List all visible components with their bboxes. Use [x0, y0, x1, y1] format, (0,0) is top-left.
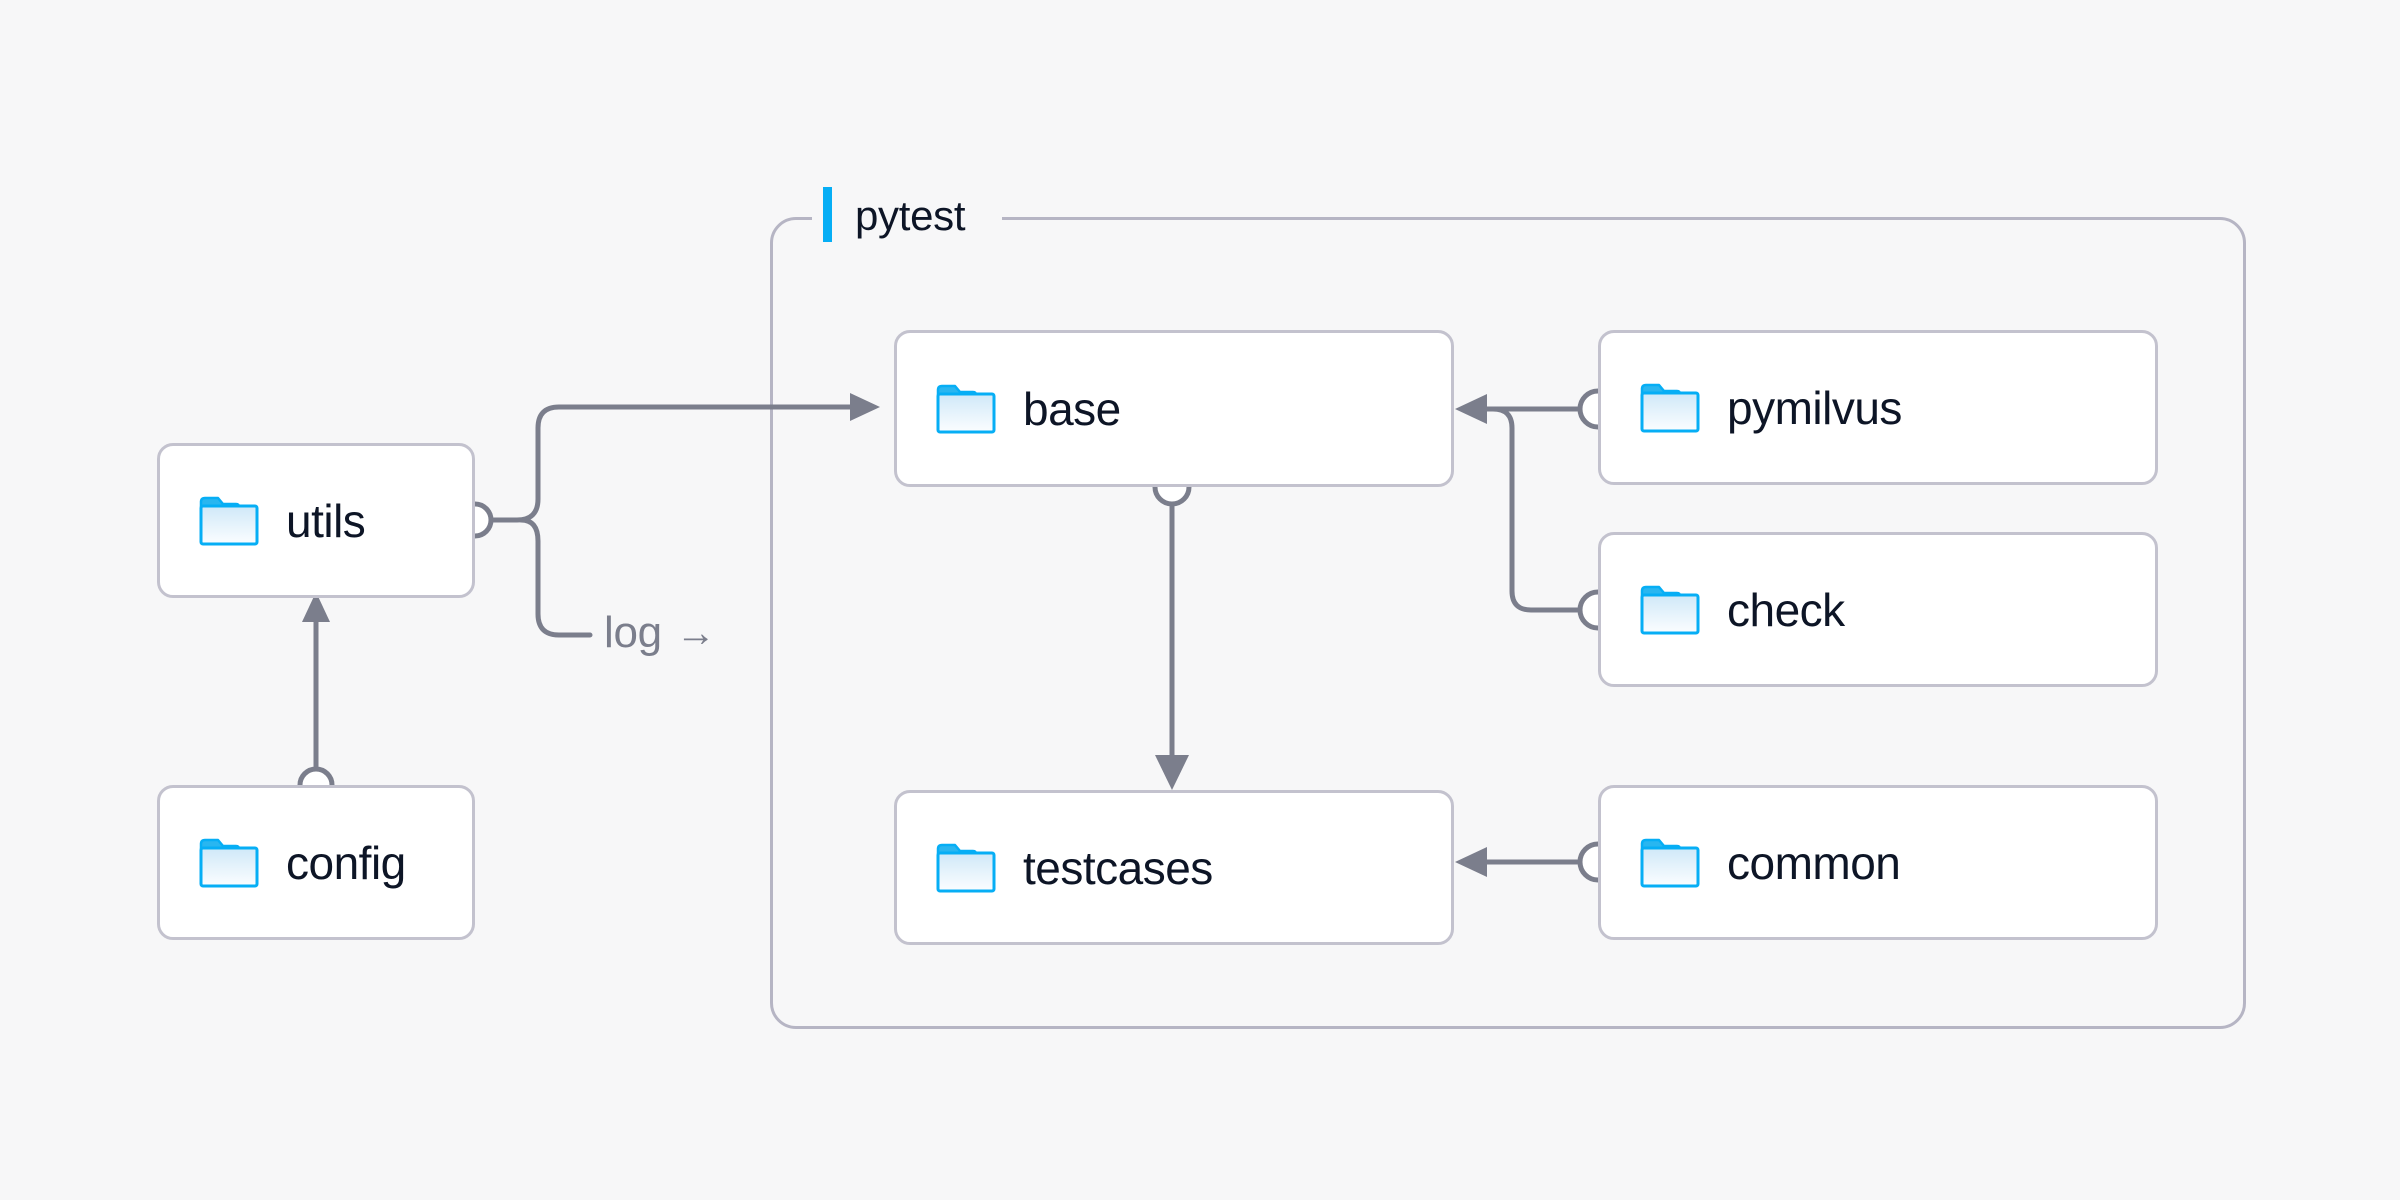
group-container-pytest [770, 217, 2246, 1029]
folder-icon [199, 838, 259, 887]
arrow-right-icon: → [675, 611, 716, 655]
node-base[interactable]: base [894, 330, 1454, 487]
edge-utils-to-log [518, 517, 593, 638]
node-pymilvus[interactable]: pymilvus [1598, 330, 2158, 485]
edge-label-log: log → [604, 608, 716, 658]
node-config[interactable]: config [157, 785, 475, 940]
folder-icon [1640, 838, 1700, 887]
folder-icon [1640, 585, 1700, 634]
folder-icon [1640, 383, 1700, 432]
node-label-config: config [286, 836, 406, 889]
folder-icon [936, 384, 996, 433]
node-testcases[interactable]: testcases [894, 790, 1454, 945]
node-check[interactable]: check [1598, 532, 2158, 687]
node-label-common: common [1727, 836, 1901, 889]
node-label-testcases: testcases [1023, 841, 1213, 894]
node-label-pymilvus: pymilvus [1727, 381, 1902, 434]
folder-icon [199, 496, 259, 545]
edge-config-to-utils [297, 592, 335, 804]
group-label-mask [812, 200, 1002, 234]
group-title-pytest: pytest [855, 192, 966, 239]
node-label-base: base [1023, 382, 1121, 435]
node-utils[interactable]: utils [157, 443, 475, 598]
edge-label-log-text: log [604, 608, 662, 657]
folder-icon [936, 843, 996, 892]
node-label-check: check [1727, 583, 1845, 636]
node-label-utils: utils [286, 494, 366, 547]
node-common[interactable]: common [1598, 785, 2158, 940]
group-accent-bar [823, 187, 832, 242]
